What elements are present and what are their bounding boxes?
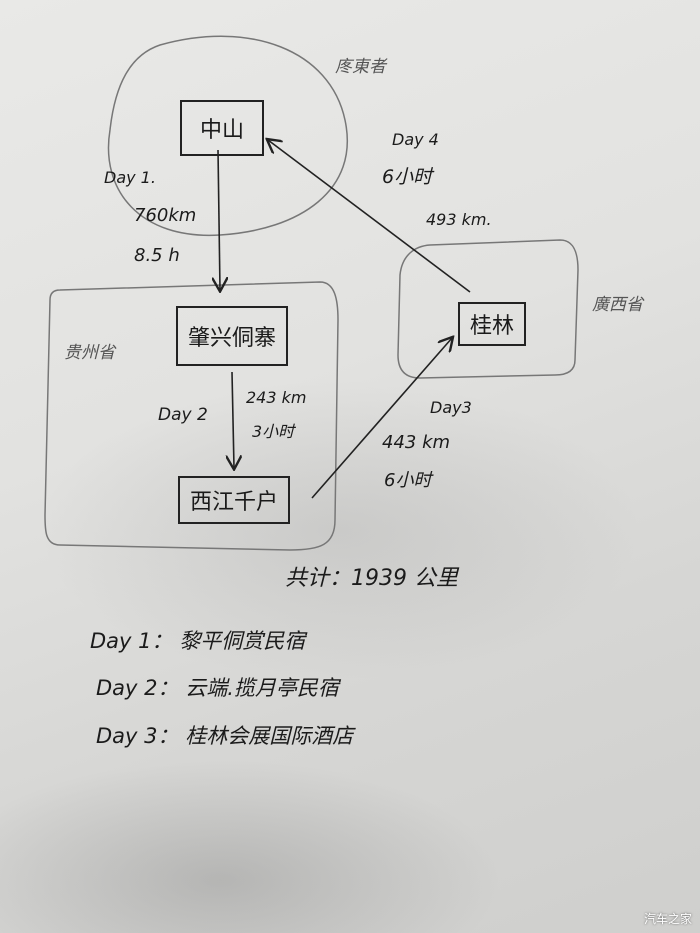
arrow-day4 [268,140,471,293]
region-label-guangdong: 庝東者 [335,57,386,77]
day2-time: 3小时 [252,422,295,441]
stay-place: 黎平侗赏民宿 [179,629,306,653]
region-label-guangxi: 廣西省 [592,295,643,315]
stay-item: Day 1： 黎平侗赏民宿 [90,625,305,655]
arrow-day1 [218,149,220,290]
day4-label: Day 4 [392,130,439,149]
arrow-day2 [232,371,234,468]
stay-day: Day 1： [90,629,173,653]
day1-distance: 760km [134,205,197,226]
day4-time: 6小时 [382,166,433,188]
stay-item: Day 2： 云端.揽月亭民宿 [96,672,339,702]
day4-distance: 493 km. [426,210,492,229]
region-guizhou-outline [44,281,339,551]
stay-day: Day 3： [96,724,179,748]
day1-label: Day 1. [104,168,156,187]
stay-day: Day 2： [96,676,179,700]
stay-item: Day 3： 桂林会展国际酒店 [96,720,353,750]
day2-distance: 243 km [246,388,307,407]
day3-time: 6小时 [384,470,432,491]
day3-label: Day3 [430,398,472,417]
day3-distance: 443 km [382,432,451,453]
node-zhaoxing: 肇兴侗寨 [176,306,289,366]
day2-label: Day 2 [158,405,208,425]
node-guilin: 桂林 [458,302,527,346]
stay-place: 桂林会展国际酒店 [185,724,354,748]
region-label-guizhou: 贵州省 [64,343,115,363]
region-guangdong-outline [107,35,348,237]
day1-time: 8.5 h [134,245,180,266]
arrow-day3 [311,338,452,499]
total-distance: 共计：1939 公里 [285,566,458,591]
watermark: 汽车之家 [643,912,692,926]
node-xijiang: 西江千户 [178,476,291,524]
region-guangxi-outline [397,239,579,379]
stay-place: 云端.揽月亭民宿 [185,676,339,700]
node-zhongshan: 中山 [180,100,265,156]
